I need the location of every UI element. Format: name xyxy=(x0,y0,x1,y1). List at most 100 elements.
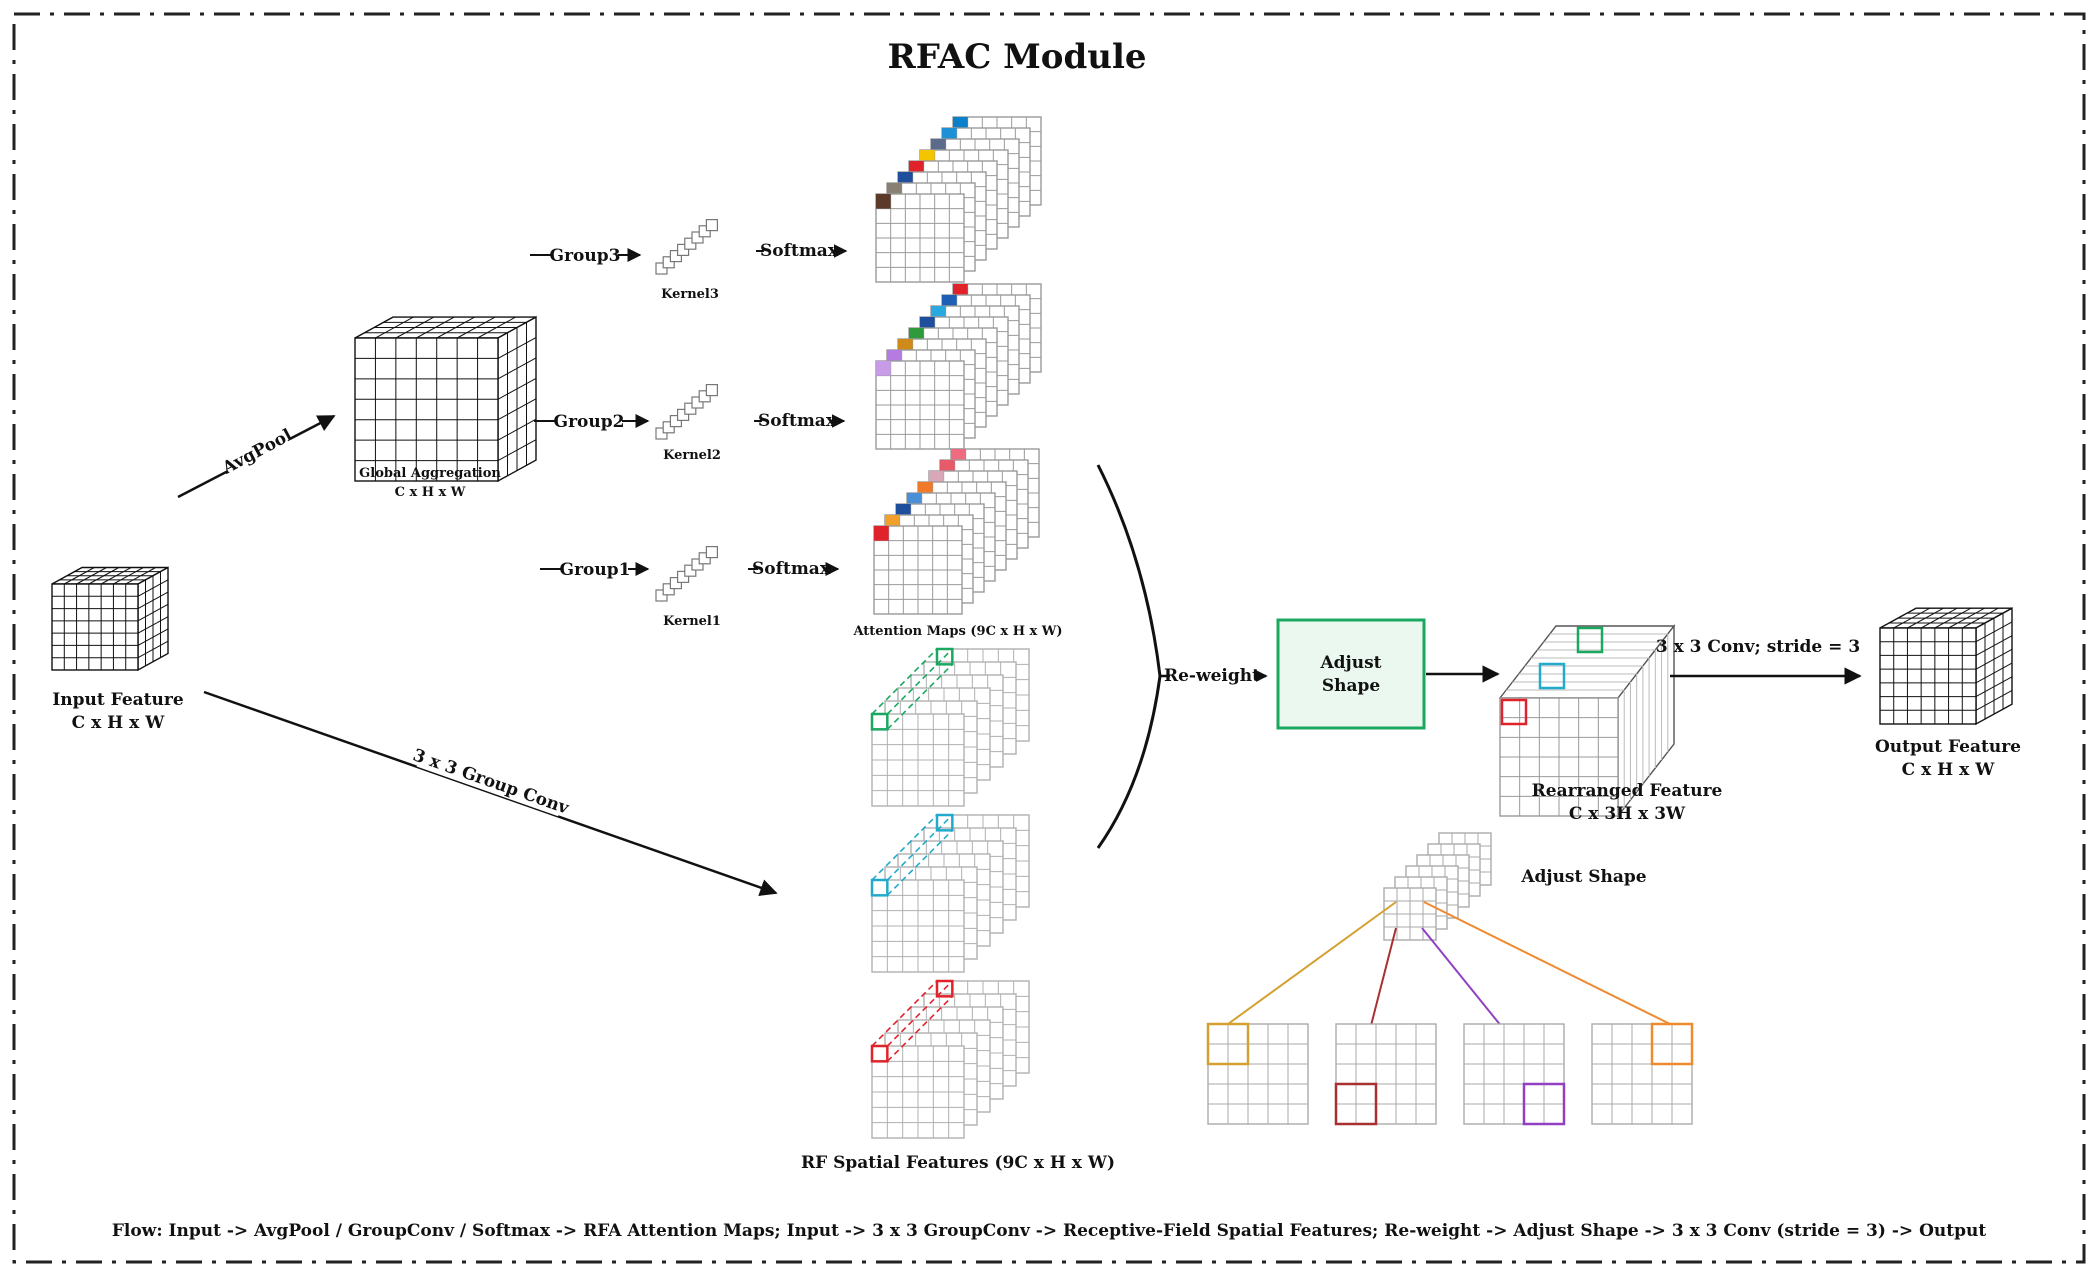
shape-mark-3 xyxy=(1522,1082,1566,1126)
kernel-cell xyxy=(662,583,675,596)
group-conv-label: 3 x 3 Group Conv xyxy=(410,745,572,819)
shape-grid-4 xyxy=(1591,1023,1693,1125)
attention-colored-cell xyxy=(876,194,891,209)
kernel-cell xyxy=(676,243,690,256)
group3-label: Group3 xyxy=(550,246,621,266)
output-feature-cube xyxy=(1879,607,2013,726)
adjust-shape-box-line1: Adjust xyxy=(1319,653,1381,673)
kernel-cell xyxy=(684,402,697,415)
group2-label: Group2 xyxy=(554,412,625,432)
kernel-cell xyxy=(655,427,668,440)
global-aggregation-dims: C x H x W xyxy=(395,485,466,500)
rf-window-edge xyxy=(871,814,938,881)
global-aggregation-cube xyxy=(354,315,537,483)
group1-label: Group1 xyxy=(560,560,631,580)
kernel-cell xyxy=(705,545,719,559)
rf-window-edge xyxy=(886,814,953,881)
rearranged-feature-label: Rearranged Feature xyxy=(1532,781,1723,801)
cube-front-face xyxy=(51,583,139,671)
rf-window-back xyxy=(935,647,954,666)
softmax2-label: Softmax xyxy=(758,411,837,431)
rf-spatial-stack-green xyxy=(870,647,1030,807)
rf-spatial-caption: RF Spatial Features (9C x H x W) xyxy=(801,1153,1115,1173)
kernel-cell xyxy=(662,256,675,269)
rf-window-front xyxy=(870,878,889,897)
shape-line-1 xyxy=(1227,901,1397,1025)
kernel3-label: Kernel3 xyxy=(661,287,719,302)
rf-spatial-stack-red xyxy=(870,979,1030,1139)
shape-mark-4 xyxy=(1650,1022,1694,1066)
outer-border xyxy=(12,12,2086,1264)
attention-map-stack-3 xyxy=(875,116,1042,283)
kernel-cell xyxy=(698,552,711,565)
kernel-cell xyxy=(684,237,697,250)
rearranged-mark-cyan xyxy=(1538,662,1566,690)
rf-window-edge xyxy=(871,980,938,1047)
rf-window-edge xyxy=(886,995,953,1062)
rearranged-mark-green xyxy=(1576,626,1604,654)
attention-map-stack-1 xyxy=(873,448,1040,615)
attention-colored-cell xyxy=(874,526,889,541)
kernel-cell xyxy=(705,384,719,397)
kernel-cell xyxy=(662,421,675,434)
kernel1-label: Kernel1 xyxy=(663,614,721,629)
rf-window-edge xyxy=(871,648,938,715)
rf-window-back xyxy=(935,813,954,832)
kernel-cell xyxy=(676,408,690,421)
rf-window-edge xyxy=(886,980,953,1047)
kernel-cell xyxy=(691,231,704,244)
cube-front-face xyxy=(354,337,499,482)
input-feature-label: Input Feature xyxy=(52,690,183,710)
flow-description: Flow: Input -> AvgPool / GroupConv / Sof… xyxy=(112,1221,1987,1241)
shape-mark-2 xyxy=(1334,1082,1378,1126)
kernel2-stack xyxy=(655,384,719,440)
conv-stride-label: 3 x 3 Conv; stride = 3 xyxy=(1656,637,1860,657)
shape-mark-1 xyxy=(1206,1022,1250,1066)
adjust-shape-grids xyxy=(1206,1022,1694,1126)
attention-colored-cell xyxy=(876,361,891,376)
attention-map-stack-2 xyxy=(875,283,1042,450)
rf-window-back xyxy=(935,979,954,998)
kernel-cell xyxy=(669,576,683,590)
rf-window-edge xyxy=(886,829,953,896)
kernel-cell xyxy=(705,219,719,232)
adjust-shape-box xyxy=(1276,618,1426,730)
shape-grid-1 xyxy=(1207,1023,1309,1125)
kernel-cell xyxy=(655,262,668,275)
avgpool-label: AvgPool xyxy=(218,425,296,479)
rf-window-edge xyxy=(886,648,953,715)
kernel-cell xyxy=(669,250,683,263)
softmax1-label: Softmax xyxy=(752,559,831,579)
kernel-cell xyxy=(691,396,704,409)
kernel-cell xyxy=(691,558,704,571)
kernel-cell xyxy=(669,415,683,428)
adjust-shape-box-line2: Shape xyxy=(1322,676,1381,696)
adjust-shape-stack xyxy=(1383,832,1492,941)
rearranged-feature-cube xyxy=(1498,623,1676,819)
rf-spatial-stack-cyan xyxy=(870,813,1030,973)
kernel-cell xyxy=(684,564,697,577)
adjust-shape-illustration-label: Adjust Shape xyxy=(1520,867,1646,887)
global-aggregation-label: Global Aggregation xyxy=(359,466,501,481)
reweight-label: Re-weight xyxy=(1164,666,1260,686)
rf-window-front xyxy=(870,1044,889,1063)
input-feature-dims: C x H x W xyxy=(72,713,166,733)
rearranged-feature-dims: C x 3H x 3W xyxy=(1569,804,1686,824)
kernel2-label: Kernel2 xyxy=(663,448,721,463)
shape-grid-3 xyxy=(1463,1023,1565,1125)
kernel-cell xyxy=(698,390,711,403)
input-feature-cube xyxy=(51,566,169,672)
softmax3-label: Softmax xyxy=(760,241,839,261)
kernel-cell xyxy=(698,225,711,238)
attention-maps-caption: Attention Maps (9C x H x W) xyxy=(852,624,1062,639)
rearranged-mark-red xyxy=(1500,698,1528,726)
output-feature-label: Output Feature xyxy=(1875,737,2021,757)
kernel1-stack xyxy=(655,545,719,602)
output-feature-dims: C x H x W xyxy=(1902,760,1996,780)
reweight-bracket xyxy=(1096,464,1162,849)
kernel-cell xyxy=(676,570,690,584)
diagram-title: RFAC Module xyxy=(887,37,1146,77)
shape-line-4 xyxy=(1423,901,1671,1025)
rf-window-front xyxy=(870,712,889,731)
